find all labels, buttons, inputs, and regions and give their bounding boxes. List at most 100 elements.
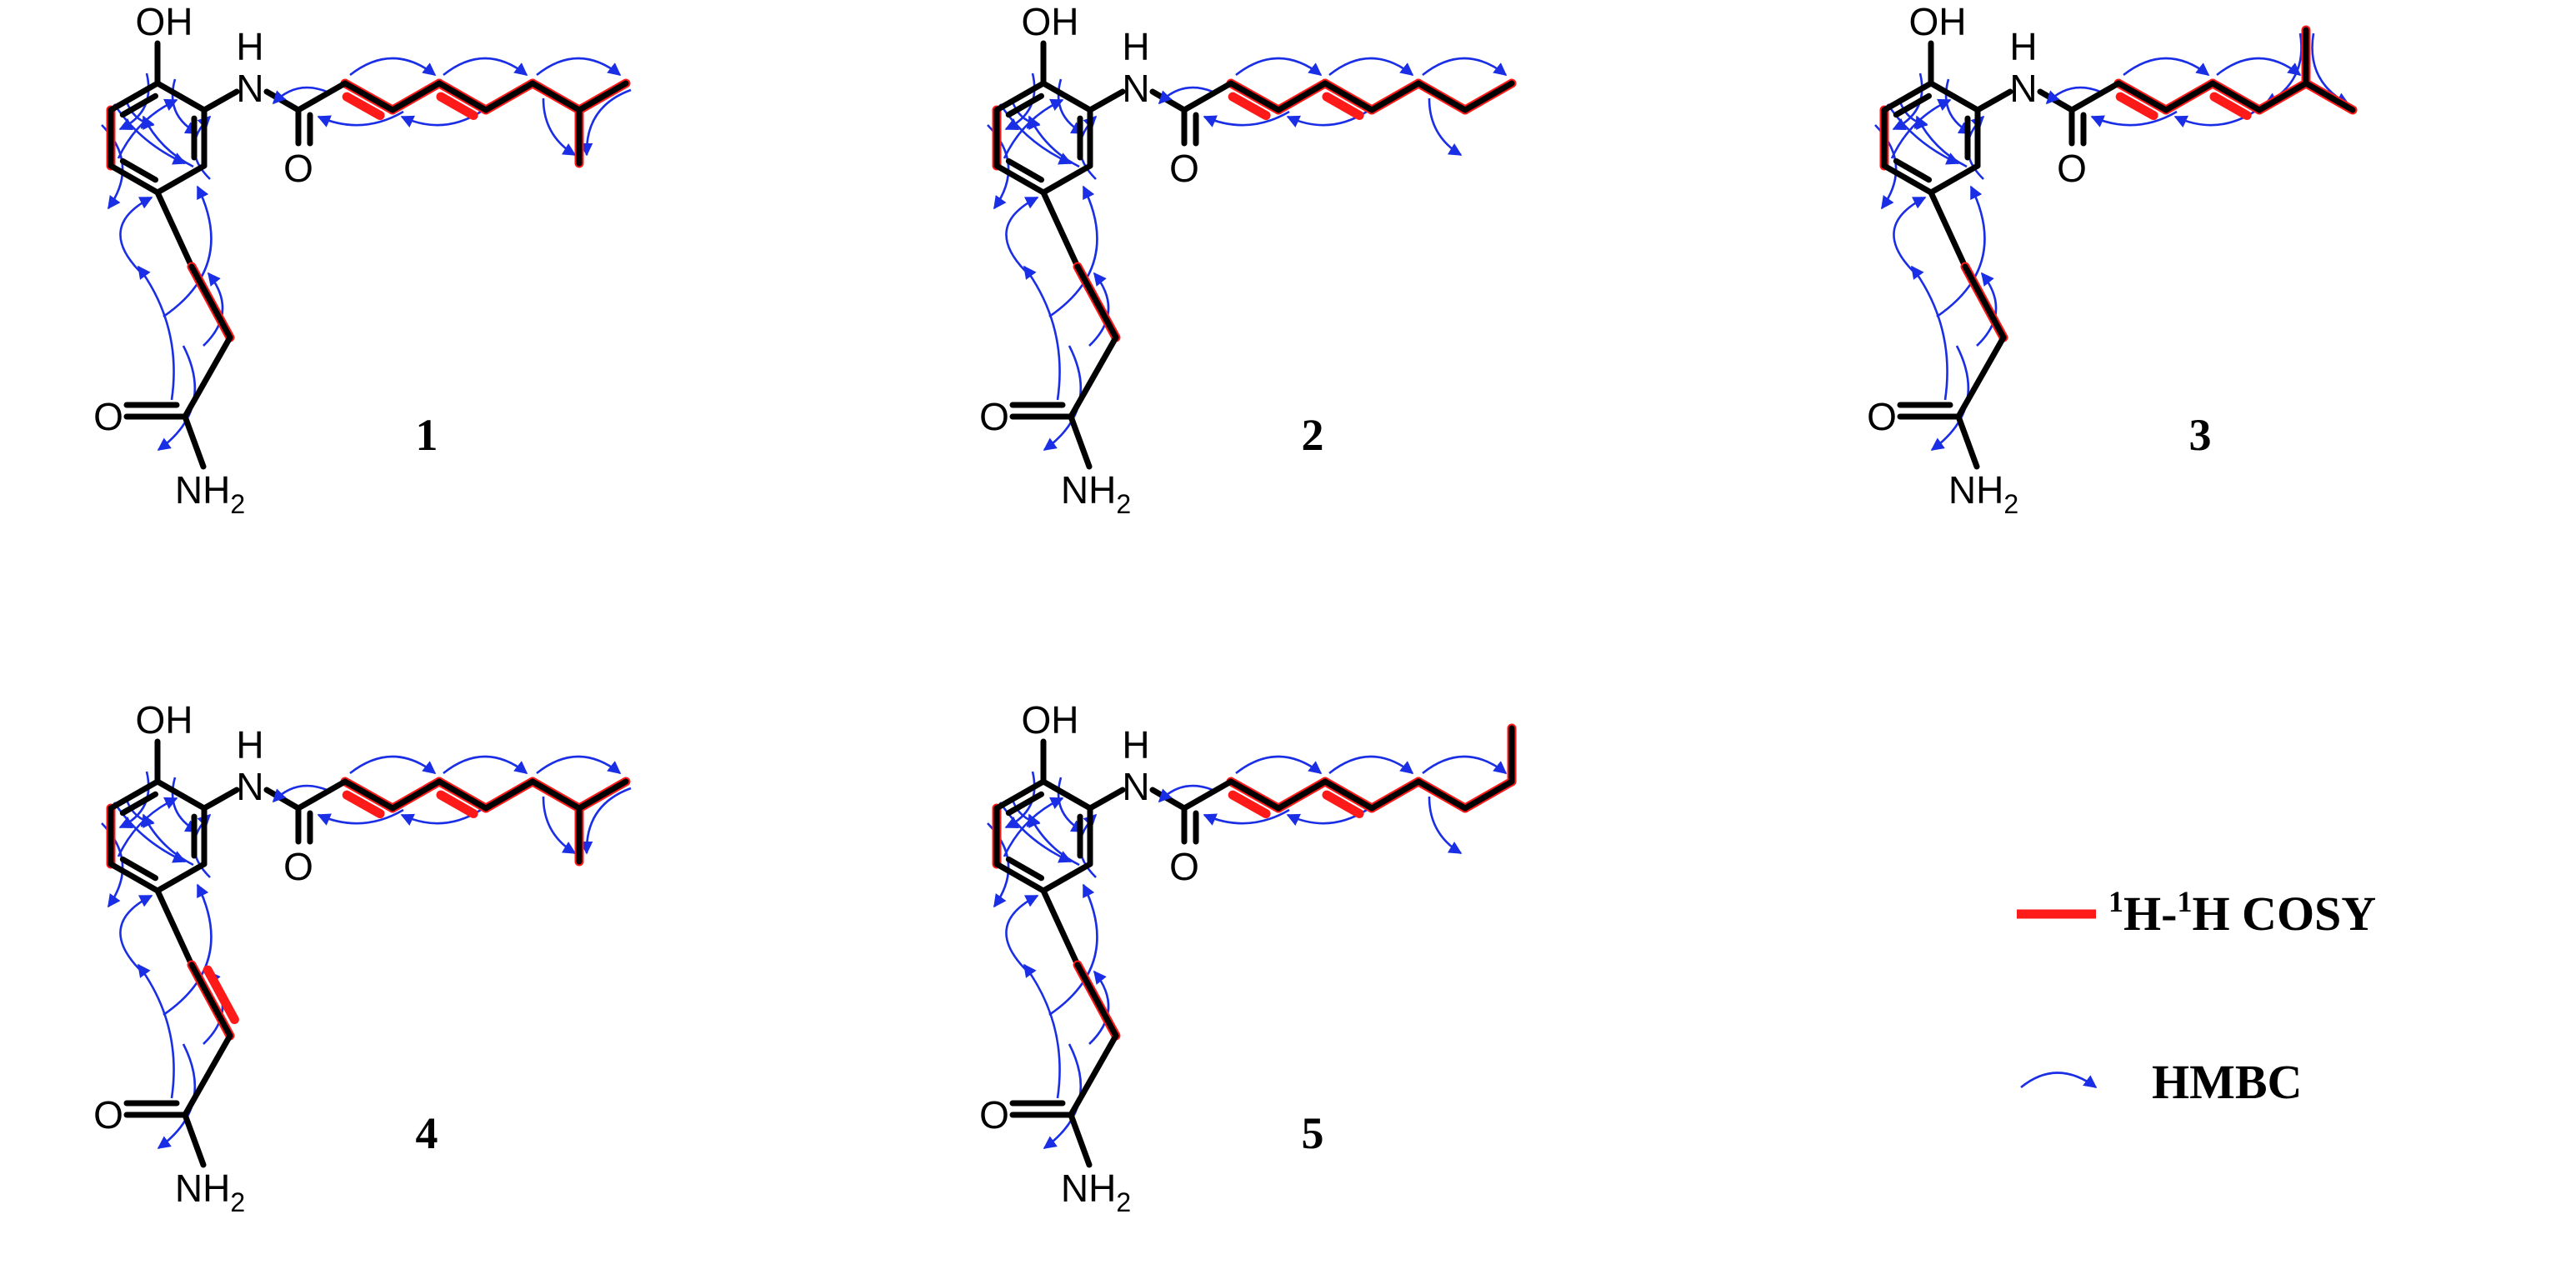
chain-bond xyxy=(483,80,536,113)
chain-bond xyxy=(576,778,629,812)
chain-bond xyxy=(529,80,583,113)
ring-bond xyxy=(154,861,208,894)
chain-bond xyxy=(2163,80,2216,113)
compound-number-5: 5 xyxy=(1302,1108,1324,1158)
chain-bond xyxy=(1181,778,1234,812)
bond-n xyxy=(1087,787,1126,812)
ring-bond xyxy=(993,861,1047,894)
side-bond xyxy=(1068,1032,1119,1118)
chain-bond xyxy=(342,778,396,812)
chain-bond xyxy=(2115,80,2169,113)
hmbc-arrow xyxy=(349,57,437,77)
chain-bond xyxy=(529,778,583,812)
hmbc-arrow xyxy=(1428,97,1463,157)
cosy-double-bond xyxy=(2115,92,2158,121)
hmbc-arrow xyxy=(579,88,632,157)
hmbc-arrow xyxy=(119,894,153,970)
side-bond xyxy=(1955,334,2007,420)
ring-bond xyxy=(1928,162,1981,196)
amide-n-bond xyxy=(182,1112,207,1168)
side-bond xyxy=(154,887,195,968)
hmbc-arrow xyxy=(1048,185,1098,318)
hmbc-arrow xyxy=(1235,57,1323,77)
ring-bond xyxy=(154,162,208,196)
carbonyl-o-label: O xyxy=(283,845,313,888)
hmbc-arrow xyxy=(1328,57,1414,77)
hmbc-arrow xyxy=(1023,265,1061,401)
cosy-double-bond xyxy=(436,790,478,818)
hmbc-arrow xyxy=(1023,963,1061,1099)
chain-bond xyxy=(576,80,629,113)
chain-bond xyxy=(1181,80,1234,113)
hmbc-arrow xyxy=(142,115,194,168)
hmbc-arrow xyxy=(317,808,404,826)
chain-bond xyxy=(295,80,348,113)
amide-o-label: O xyxy=(93,1093,123,1137)
cosy-double-bond xyxy=(342,92,385,121)
hmbc-arrow xyxy=(536,57,622,77)
hmbc-arrow xyxy=(1004,72,1036,131)
chain-bond xyxy=(2303,80,2356,113)
amide-o-label: O xyxy=(979,1093,1009,1137)
legend: 1H-1H COSY HMBC xyxy=(2017,885,2376,1109)
ring-bond xyxy=(993,80,1047,113)
amide-n-bond xyxy=(1955,413,1980,470)
hmbc-arrow xyxy=(137,963,175,1099)
hydroxyl-label: OH xyxy=(1022,698,1079,742)
hmbc-arrow xyxy=(1328,755,1414,775)
hmbc-arrow xyxy=(118,771,150,829)
hmbc-arrow xyxy=(163,883,213,1017)
ring-double-bond xyxy=(119,92,158,118)
amine-label: NH2 xyxy=(175,1167,245,1217)
side-bond xyxy=(188,263,233,341)
cosy-legend-label: 1H-1H COSY xyxy=(2108,885,2376,941)
side-bond xyxy=(1962,263,2007,341)
hmbc-arrow xyxy=(542,97,577,157)
hmbc-arrow xyxy=(2090,110,2178,127)
chain-bond xyxy=(483,778,536,812)
hmbc-arrow xyxy=(1048,883,1098,1017)
hmbc-arrow xyxy=(1915,115,1968,168)
side-bond xyxy=(1040,887,1081,968)
hmbc-arrow xyxy=(1088,970,1110,1045)
ring-double-bond xyxy=(119,157,159,183)
amine-subscript: 2 xyxy=(230,1187,245,1217)
bond-n xyxy=(201,787,240,812)
cosy-double-bond xyxy=(1228,92,1271,121)
ring-double-bond xyxy=(1005,791,1044,817)
hmbc-arrow xyxy=(1158,86,1213,105)
ring-bond xyxy=(1040,162,1093,196)
hmbc-arrow xyxy=(2045,86,2101,105)
chain-bond xyxy=(436,80,489,113)
ring-bond xyxy=(1881,162,1934,196)
amine-label: NH2 xyxy=(175,468,245,519)
amide-n-bond xyxy=(1068,413,1093,470)
ring-bond xyxy=(108,162,161,196)
hmbc-arrow xyxy=(1235,755,1323,775)
compound-number-1: 1 xyxy=(416,410,438,460)
chain-bond xyxy=(1368,80,1422,113)
chain-bond xyxy=(342,80,396,113)
chain-bond xyxy=(1228,778,1282,812)
side-bond xyxy=(182,1032,233,1118)
hmbc-arrow xyxy=(272,784,328,803)
hydroxyl-label: OH xyxy=(136,698,193,742)
bond-n xyxy=(201,88,240,113)
hmbc-arrow xyxy=(1005,894,1039,970)
ring-bond xyxy=(1928,80,1981,113)
side-bond xyxy=(1040,189,1081,270)
hmbc-arrow xyxy=(1428,796,1463,855)
ring-double-bond xyxy=(1893,157,1933,183)
hmbc-arrow xyxy=(117,98,178,159)
hmbc-arrow xyxy=(443,755,528,775)
hmbc-arrow xyxy=(1088,272,1110,347)
hmbc-arrow xyxy=(1003,797,1064,857)
chain-bond xyxy=(1275,80,1328,113)
hmbc-arrow xyxy=(137,265,175,401)
ring-bond xyxy=(1881,80,1934,113)
hmbc-arrow xyxy=(1004,771,1036,829)
